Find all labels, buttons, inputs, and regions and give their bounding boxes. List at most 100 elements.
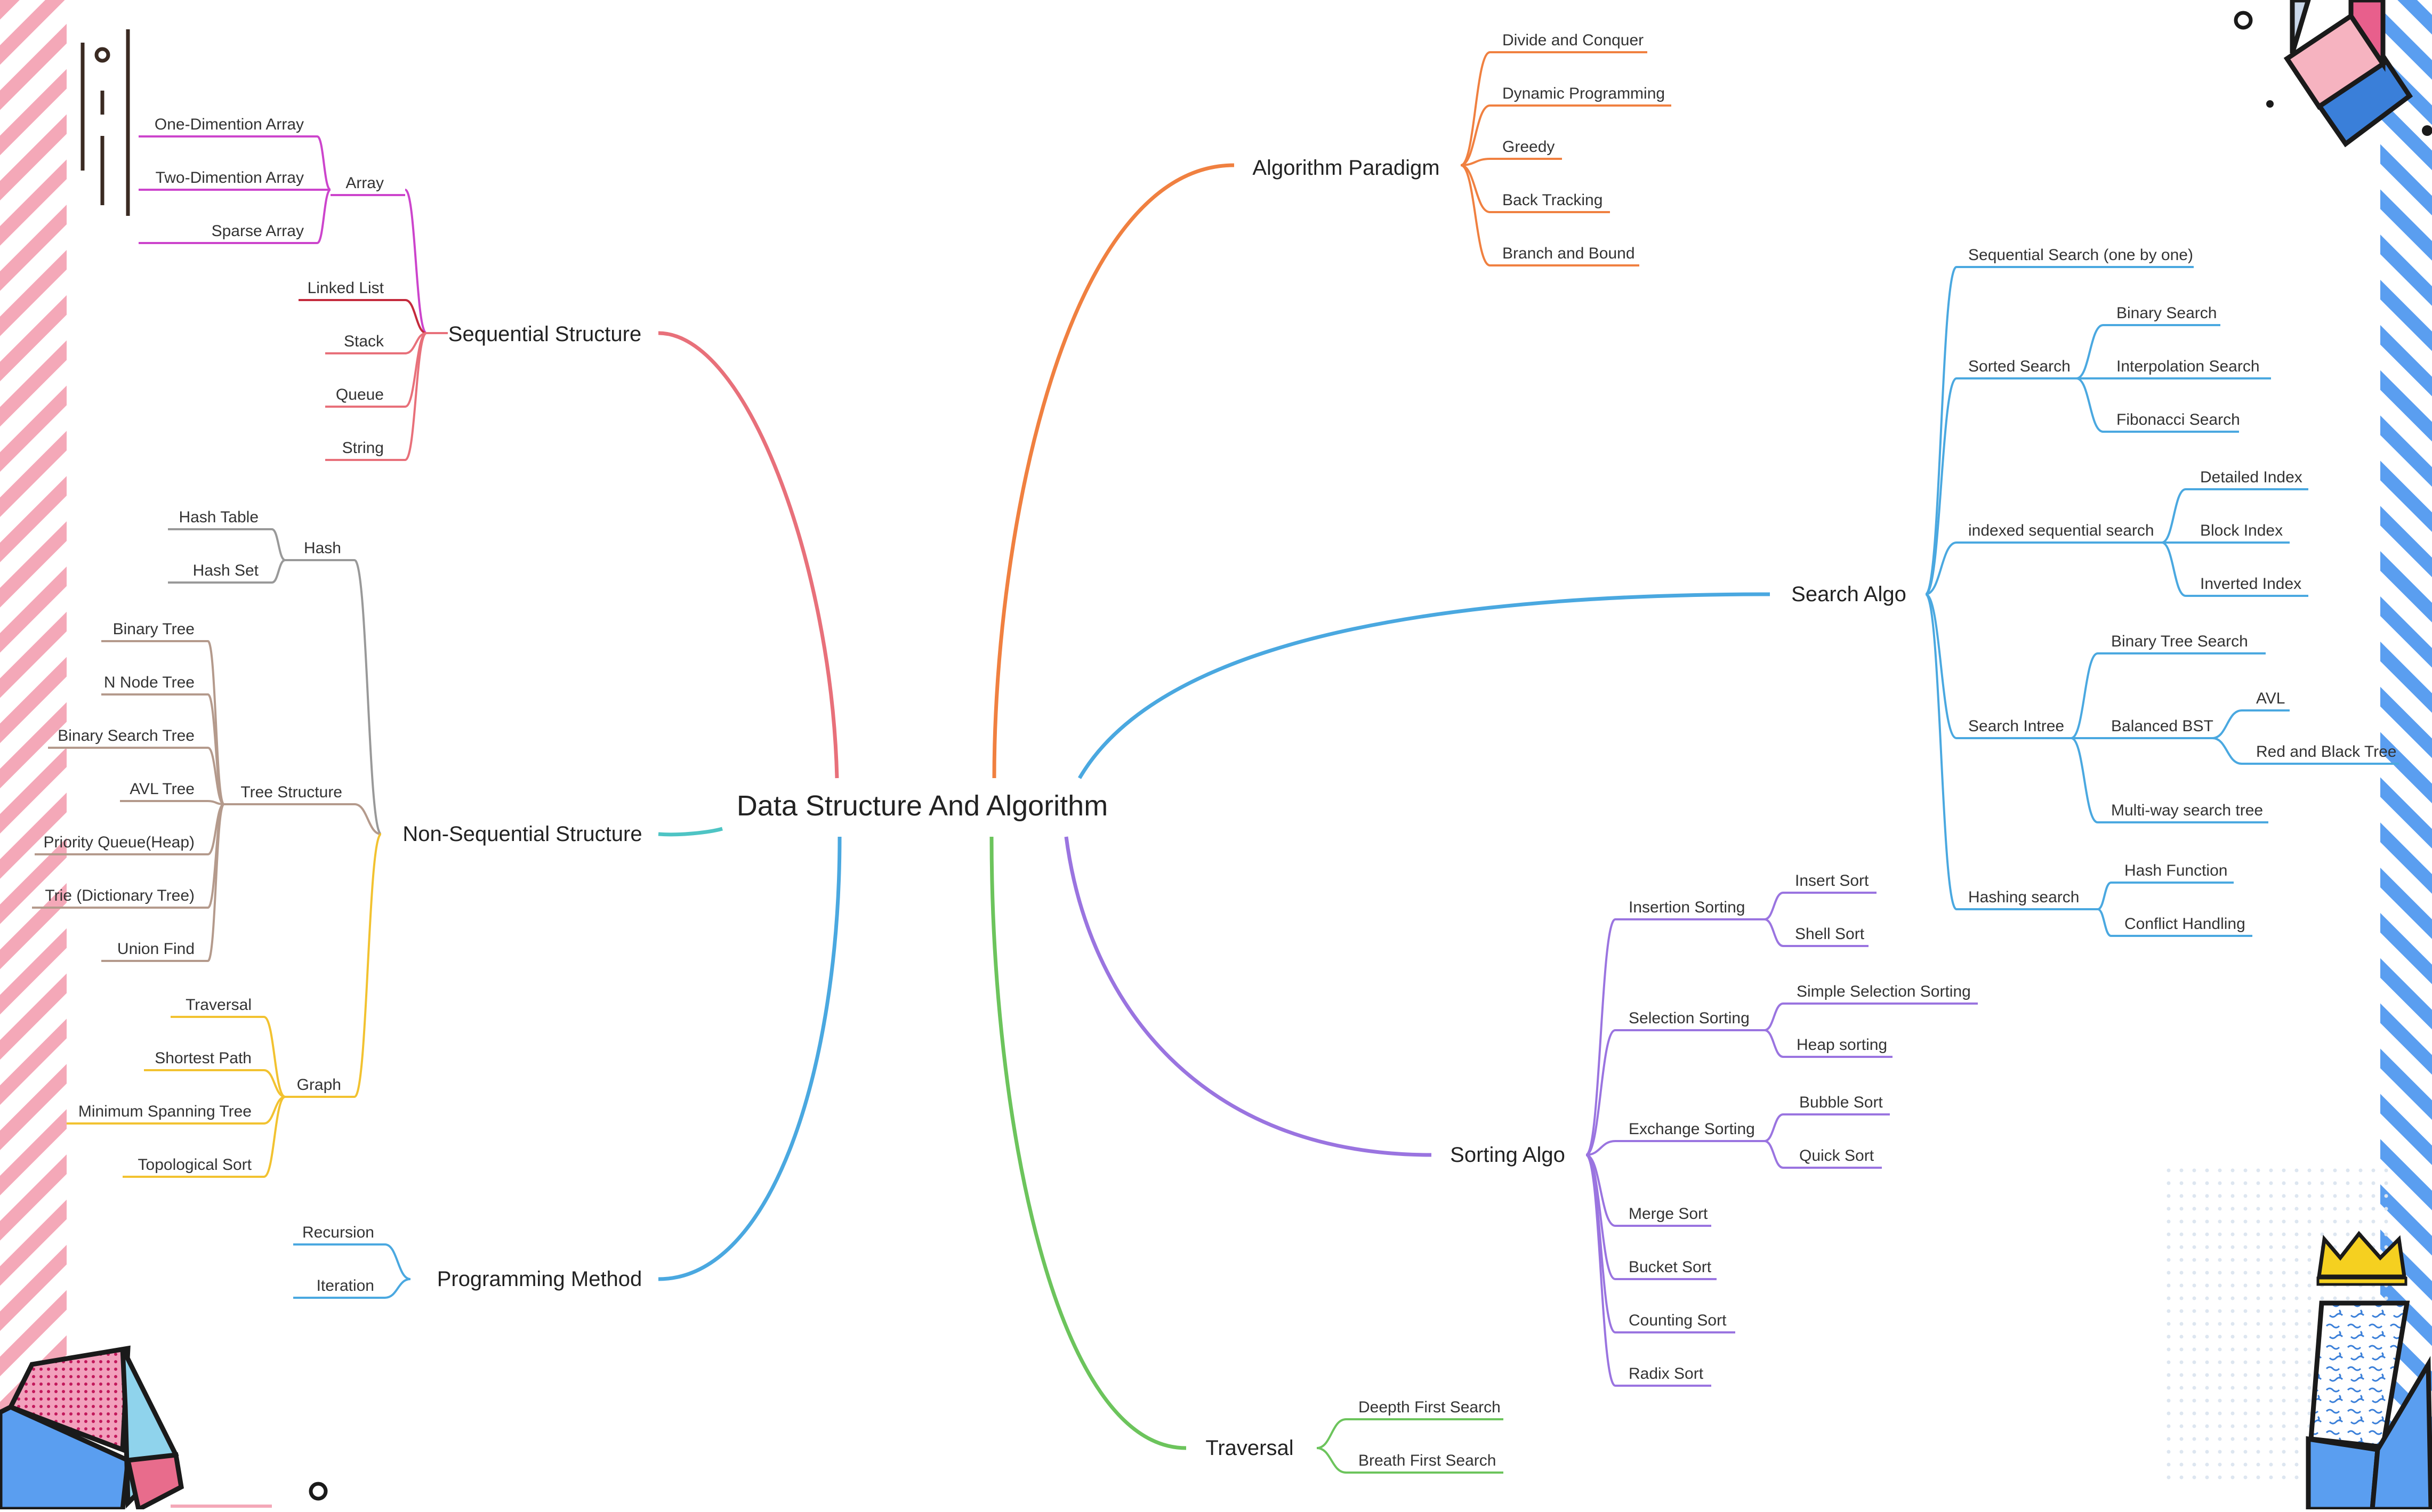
branch-traversal[interactable]: Traversal: [1205, 1436, 1293, 1460]
node-simple-selection-sorting[interactable]: Simple Selection Sorting: [1797, 983, 1971, 1000]
node-sorted-search[interactable]: Sorted Search: [1968, 358, 2071, 375]
node-binary-search-tree[interactable]: Binary Search Tree: [58, 727, 195, 745]
node-bubble-sort[interactable]: Bubble Sort: [1799, 1094, 1883, 1111]
node-trie-dictionary-tree[interactable]: Trie (Dictionary Tree): [45, 887, 195, 904]
node-deepth-first-search[interactable]: Deepth First Search: [1358, 1398, 1501, 1416]
node-iteration[interactable]: Iteration: [317, 1277, 374, 1295]
connector-line: [1316, 1447, 1347, 1474]
node-hash[interactable]: Hash: [304, 539, 341, 557]
node-queue[interactable]: Queue: [336, 386, 384, 403]
small-ring-icon: [2234, 11, 2253, 30]
connector-line: [1585, 1154, 1616, 1387]
node-avl[interactable]: AVL: [2256, 690, 2285, 707]
connector-line: [1585, 1154, 1616, 1333]
connector-line: [271, 559, 286, 584]
connector-line: [1924, 266, 1958, 595]
connector-line: [1764, 1002, 1784, 1031]
node-search-intree[interactable]: Search Intree: [1968, 717, 2064, 735]
node-minimum-spanning-tree[interactable]: Minimum Spanning Tree: [78, 1103, 252, 1120]
node-red-and-black-tree[interactable]: Red and Black Tree: [2256, 743, 2396, 761]
branch-programming-method[interactable]: Programming Method: [437, 1267, 642, 1291]
node-merge-sort[interactable]: Merge Sort: [1629, 1205, 1708, 1223]
node-sparse-array[interactable]: Sparse Array: [212, 222, 304, 240]
node-radix-sort[interactable]: Radix Sort: [1629, 1365, 1704, 1382]
node-quick-sort[interactable]: Quick Sort: [1799, 1147, 1874, 1165]
node-traversal[interactable]: Traversal: [186, 996, 252, 1014]
connector-line: [1460, 104, 1491, 166]
node-detailed-index[interactable]: Detailed Index: [2200, 468, 2302, 486]
node-avl-tree[interactable]: AVL Tree: [130, 780, 195, 798]
node-fibonacci-search[interactable]: Fibonacci Search: [2116, 411, 2240, 428]
node-recursion[interactable]: Recursion: [302, 1224, 374, 1241]
node-branch-and-bound[interactable]: Branch and Bound: [1502, 245, 1635, 262]
node-graph[interactable]: Graph: [297, 1076, 341, 1094]
node-selection-sorting[interactable]: Selection Sorting: [1629, 1009, 1750, 1027]
connector-line: [2212, 709, 2242, 739]
connector-line: [207, 747, 224, 805]
node-array[interactable]: Array: [345, 174, 384, 192]
node-dynamic-programming[interactable]: Dynamic Programming: [1502, 85, 1665, 102]
node-balanced-bst[interactable]: Balanced BST: [2111, 717, 2213, 735]
connector-line: [2161, 488, 2186, 544]
root-title[interactable]: Data Structure And Algorithm: [737, 790, 1108, 822]
connector-line: [1764, 1029, 1784, 1058]
bottom-right-cube-icon: [2306, 1300, 2432, 1512]
connector-line: [2071, 737, 2098, 823]
node-divide-and-conquer[interactable]: Divide and Conquer: [1502, 31, 1644, 49]
node-binary-tree-search[interactable]: Binary Tree Search: [2111, 633, 2248, 650]
node-union-find[interactable]: Union Find: [117, 940, 195, 958]
node-indexed-sequential-search[interactable]: indexed sequential search: [1968, 522, 2154, 539]
node-multi-way-search-tree[interactable]: Multi-way search tree: [2111, 802, 2263, 819]
small-dot-icon: [2422, 125, 2432, 136]
connector-line: [1924, 377, 1958, 595]
branch-search-algo[interactable]: Search Algo: [1791, 583, 1906, 606]
node-stack[interactable]: Stack: [344, 333, 384, 350]
node-exchange-sorting[interactable]: Exchange Sorting: [1629, 1120, 1755, 1138]
connector-line: [384, 1243, 411, 1280]
node-hashing-search[interactable]: Hashing search: [1968, 888, 2079, 906]
node-linked-list[interactable]: Linked List: [308, 279, 384, 297]
left-pink-stripes: [0, 0, 67, 1509]
branch-algorithm-paradigm[interactable]: Algorithm Paradigm: [1252, 156, 1439, 180]
node-breath-first-search[interactable]: Breath First Search: [1358, 1452, 1496, 1469]
node-tree-structure[interactable]: Tree Structure: [240, 783, 342, 801]
node-binary-search[interactable]: Binary Search: [2116, 304, 2217, 322]
node-greedy[interactable]: Greedy: [1502, 138, 1555, 156]
node-priority-queue-heap[interactable]: Priority Queue(Heap): [44, 834, 195, 851]
connector-line: [2161, 541, 2186, 597]
node-one-dimention-array[interactable]: One-Dimention Array: [155, 116, 304, 133]
node-n-node-tree[interactable]: N Node Tree: [104, 674, 195, 691]
node-conflict-handling[interactable]: Conflict Handling: [2124, 915, 2245, 933]
branch-non-sequential-structure[interactable]: Non-Sequential Structure: [402, 822, 642, 846]
node-two-dimention-array[interactable]: Two-Dimention Array: [156, 169, 304, 187]
bottom-left-cube-icon: [0, 1345, 184, 1512]
branch-sequential-structure[interactable]: Sequential Structure: [448, 322, 641, 346]
connector-line: [1460, 164, 1491, 266]
connector-line: [2076, 324, 2104, 379]
node-binary-tree[interactable]: Binary Tree: [113, 620, 195, 638]
node-shell-sort[interactable]: Shell Sort: [1795, 925, 1865, 943]
node-interpolation-search[interactable]: Interpolation Search: [2116, 358, 2260, 375]
connector-line: [405, 299, 427, 334]
connector-line: [1316, 1418, 1347, 1449]
node-bucket-sort[interactable]: Bucket Sort: [1629, 1258, 1712, 1276]
node-string[interactable]: String: [342, 439, 384, 457]
node-counting-sort[interactable]: Counting Sort: [1629, 1312, 1727, 1329]
node-shortest-path[interactable]: Shortest Path: [155, 1049, 252, 1067]
node-topological-sort[interactable]: Topological Sort: [138, 1156, 252, 1174]
top-left-lines-icon: [80, 29, 130, 216]
node-block-index[interactable]: Block Index: [2200, 522, 2283, 539]
node-sequential-search-one-by-one[interactable]: Sequential Search (one by one): [1968, 246, 2193, 264]
node-hash-function[interactable]: Hash Function: [2124, 862, 2227, 879]
node-back-tracking[interactable]: Back Tracking: [1502, 191, 1602, 209]
connector-line: [1585, 918, 1616, 1156]
branch-sorting-algo[interactable]: Sorting Algo: [1450, 1143, 1565, 1167]
node-hash-table[interactable]: Hash Table: [179, 508, 259, 526]
node-hash-set[interactable]: Hash Set: [193, 562, 259, 579]
node-insertion-sorting[interactable]: Insertion Sorting: [1629, 899, 1745, 916]
node-inverted-index[interactable]: Inverted Index: [2200, 575, 2301, 593]
node-insert-sort[interactable]: Insert Sort: [1795, 872, 1869, 890]
node-heap-sorting[interactable]: Heap sorting: [1797, 1036, 1887, 1054]
connector-line: [316, 135, 332, 191]
